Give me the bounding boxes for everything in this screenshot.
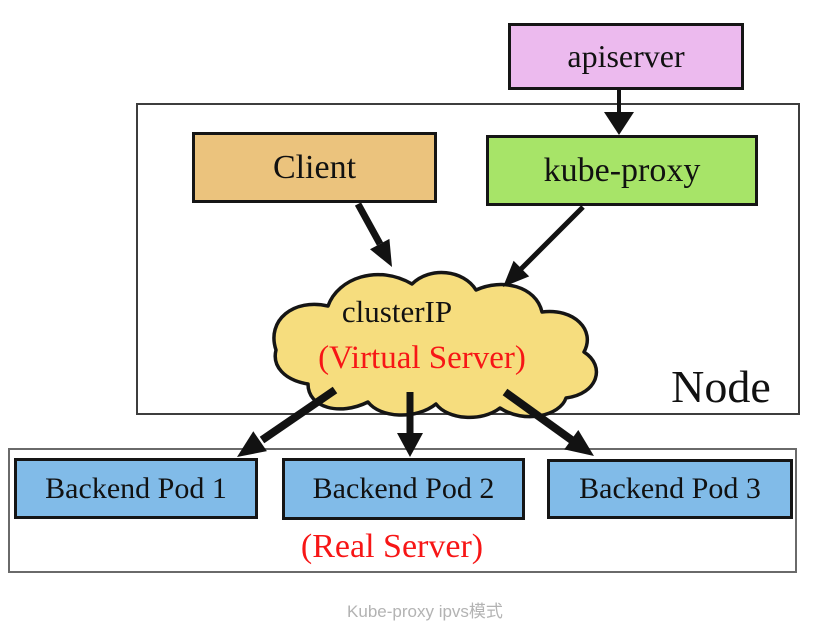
kube-proxy-label: kube-proxy (543, 151, 701, 189)
client-label: Client (272, 148, 357, 186)
client-node: Client (192, 132, 437, 203)
backend-pod-1-node: Backend Pod 1 (14, 458, 258, 519)
backend-pod-2-label: Backend Pod 2 (312, 472, 495, 505)
backend-pod-2-node: Backend Pod 2 (282, 458, 525, 520)
backend-pod-3-label: Backend Pod 3 (579, 472, 761, 505)
backend-pod-1-label: Backend Pod 1 (45, 471, 227, 505)
node-container-label: Node (671, 361, 771, 412)
cluster-ip-cloud-icon (272, 270, 599, 420)
virtual-server-label: (Virtual Server) (318, 340, 526, 376)
image-caption: Kube-proxy ipvs模式 (347, 602, 503, 621)
apiserver-label: apiserver (567, 38, 685, 74)
cluster-ip-label: clusterIP (341, 294, 453, 329)
real-server-label: (Real Server) (300, 528, 484, 565)
kube-proxy-node: kube-proxy (486, 135, 758, 206)
apiserver-node: apiserver (508, 23, 744, 90)
backend-pod-3-node: Backend Pod 3 (547, 459, 793, 519)
